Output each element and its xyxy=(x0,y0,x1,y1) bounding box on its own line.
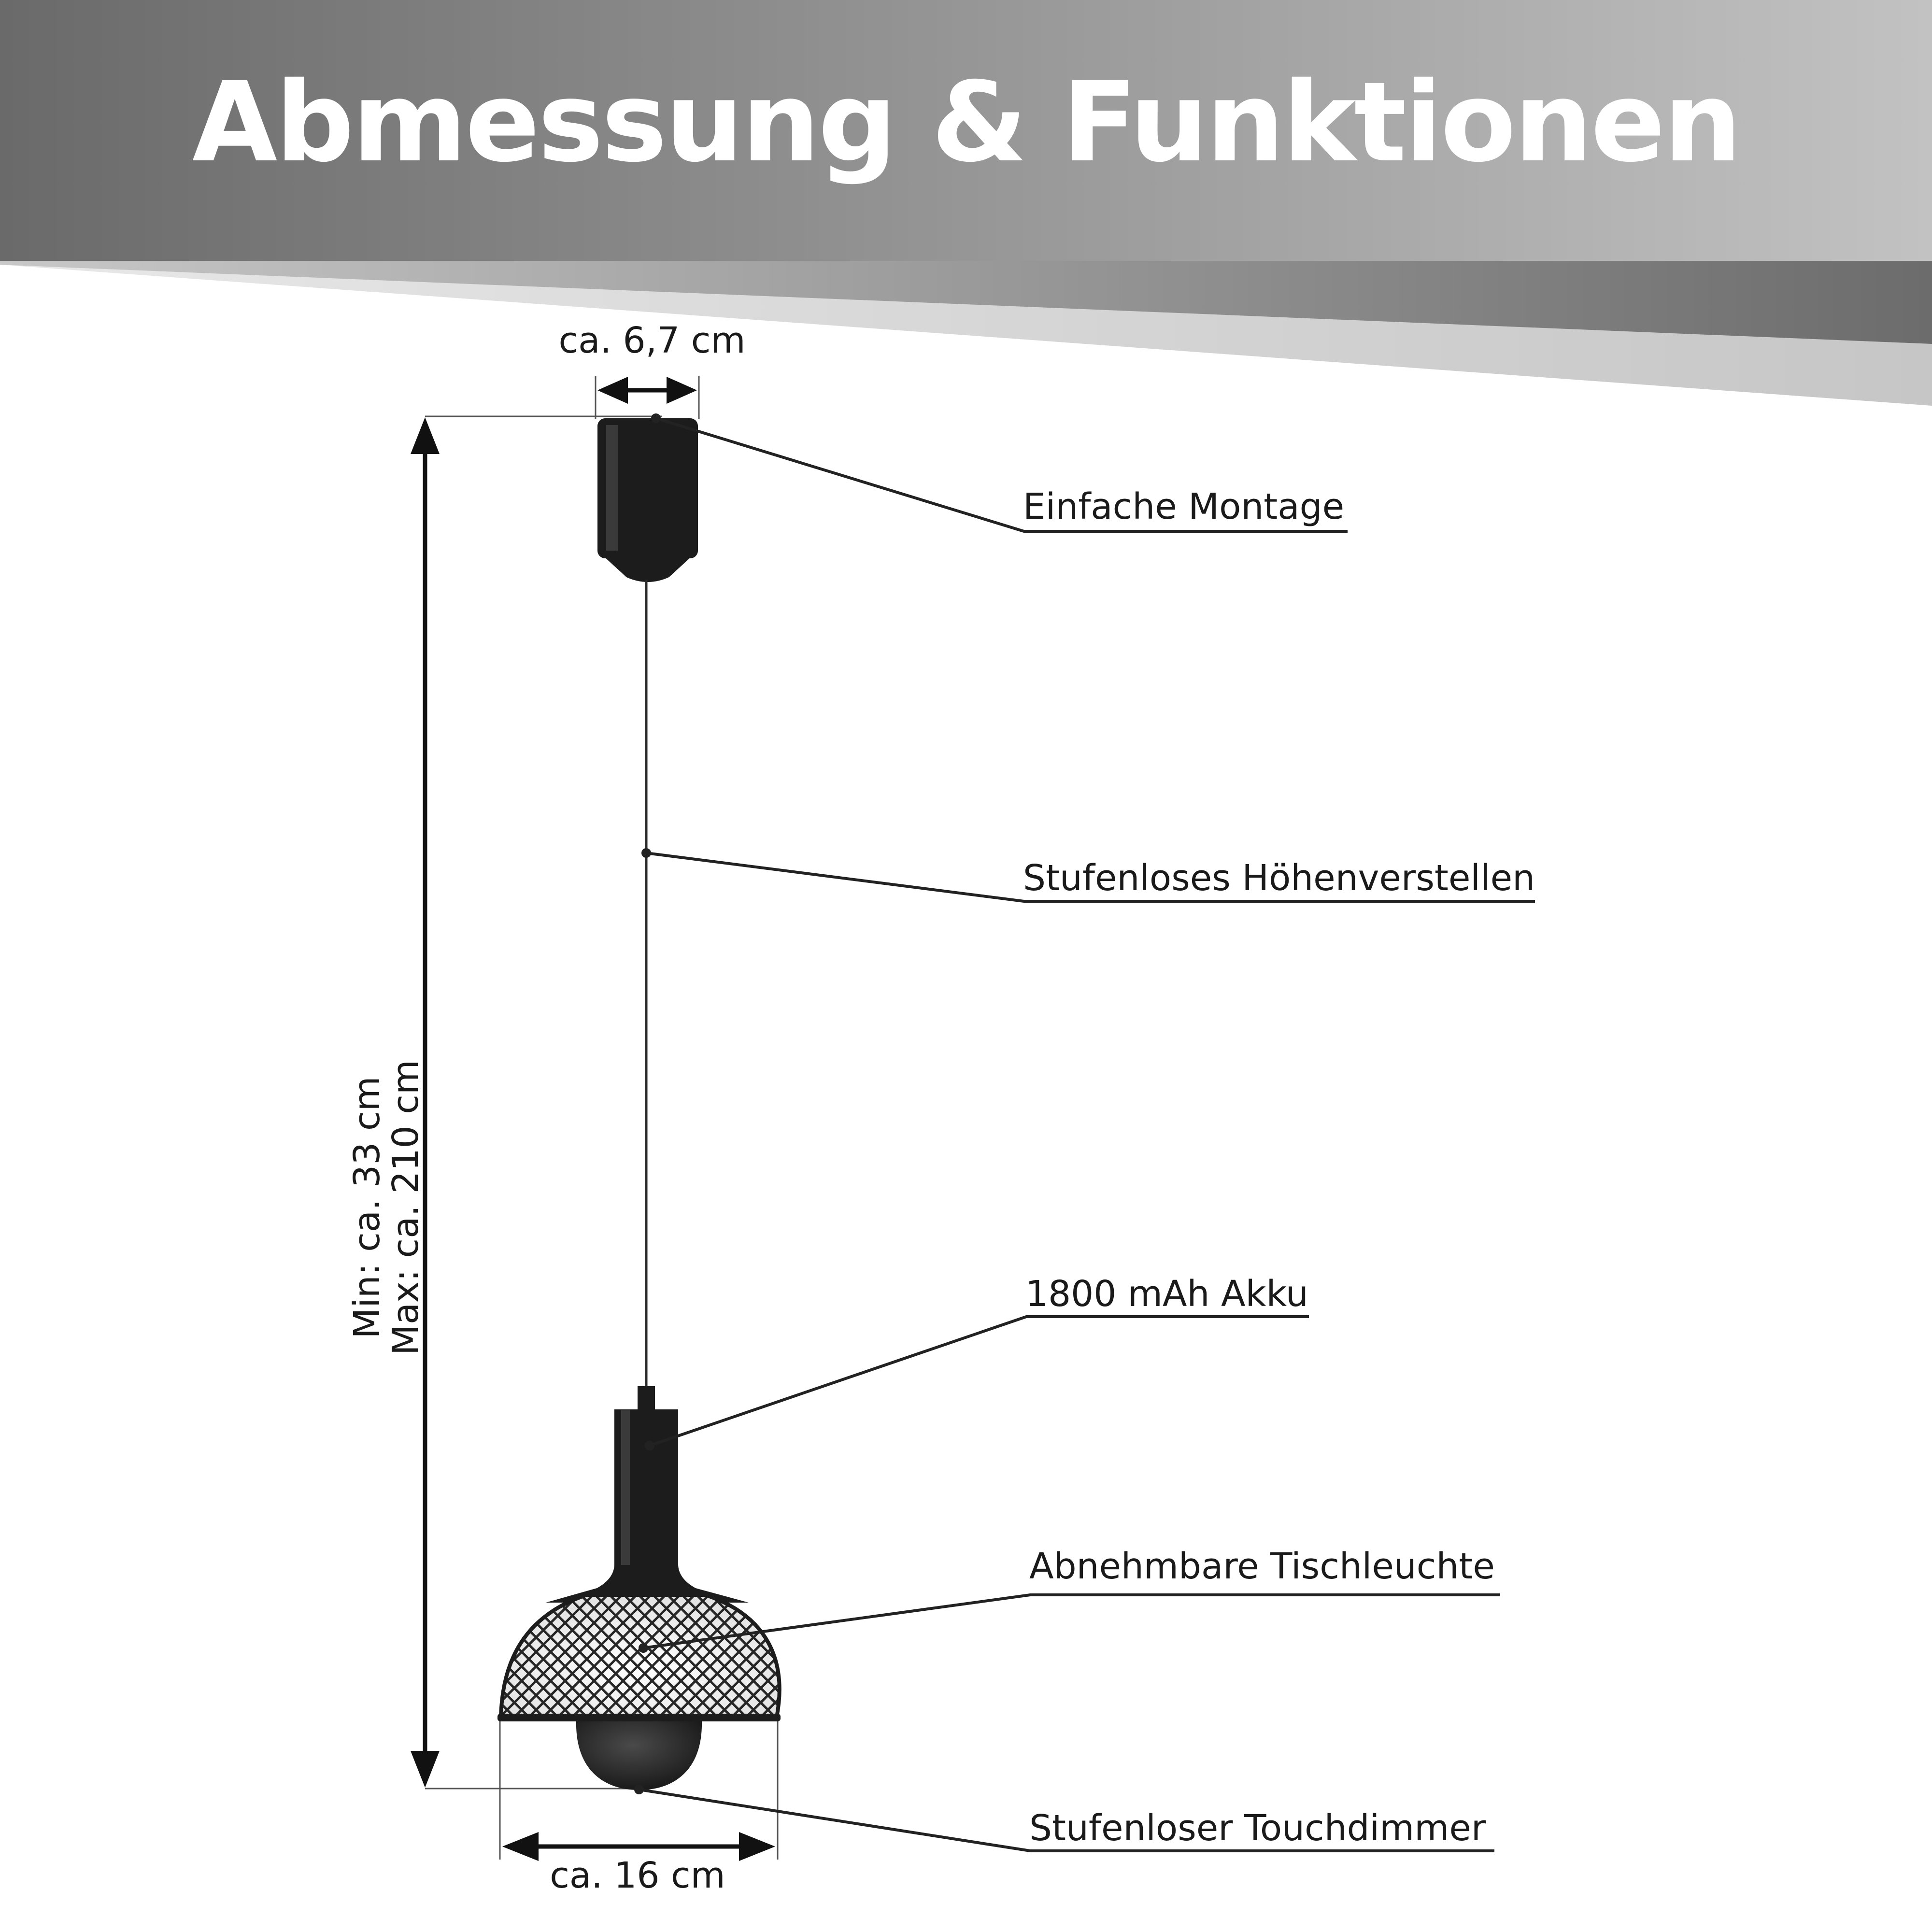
feature-tischleuchte: Abnehmbare Tischleuchte xyxy=(1029,1546,1495,1587)
mesh-shade xyxy=(497,1593,781,1721)
ceiling-canopy xyxy=(597,418,698,582)
mount-width-label: ca. 6,7 cm xyxy=(558,320,746,361)
height-max-label: Max: ca. 210 cm xyxy=(385,1059,426,1356)
shade-width-label: ca. 16 cm xyxy=(550,1855,725,1896)
height-label: Min: ca. 33 cm Max: ca. 210 cm xyxy=(346,1059,426,1356)
height-dimension-arrow xyxy=(411,415,662,1790)
shade-width-arrow xyxy=(499,1710,779,1861)
leader-lines xyxy=(639,417,1535,1852)
leader-dots xyxy=(634,413,661,1794)
header-banner xyxy=(0,0,1932,406)
feature-touchdimmer: Stufenloser Touchdimmer xyxy=(1029,1807,1486,1849)
feature-akku: 1800 mAh Akku xyxy=(1025,1273,1308,1315)
lamp-body xyxy=(546,1386,749,1603)
mount-width-arrow xyxy=(595,376,700,419)
page-title: Abmessung & Funktionen xyxy=(192,58,1742,186)
feature-einfache-montage: Einfache Montage xyxy=(1023,486,1345,527)
touchdimmer-ball xyxy=(576,1721,702,1790)
height-min-label: Min: ca. 33 cm xyxy=(346,1076,388,1339)
feature-hoehenverstellen: Stufenloses Höhenverstellen xyxy=(1023,857,1535,899)
